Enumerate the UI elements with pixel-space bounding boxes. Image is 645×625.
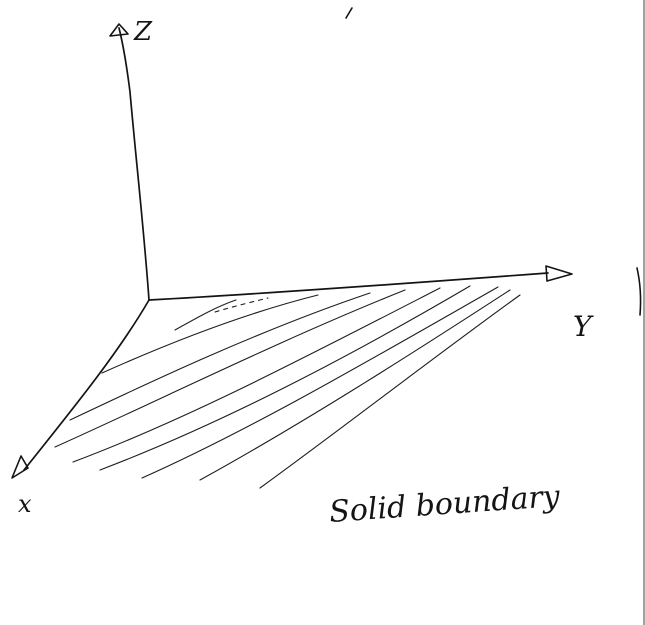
y-axis-line [148,272,549,301]
y-axis-arrowhead [545,265,573,282]
hatch-line [259,294,521,489]
x-axis-line [23,299,150,471]
hatch-line [214,297,269,313]
stray-mark-right [636,267,642,316]
hatch-line [199,289,511,481]
y-axis-label: Y [573,310,594,343]
x-axis-arrowhead [11,455,29,479]
hatch-line [174,299,237,331]
hatch-line [99,285,471,471]
z-axis-arrowhead [109,23,129,37]
hatch-line [69,292,371,421]
x-axis-label: x [18,490,32,518]
boundary-hatching [54,285,521,489]
solid-boundary-label: Solid boundary [328,479,562,530]
hatch-line [54,289,406,448]
hatch-line [101,294,319,374]
hatch-line [141,286,499,479]
hatch-line [72,287,441,463]
stray-mark-top [345,7,353,19]
z-axis-line [118,27,150,301]
z-axis-label: Z [133,17,153,47]
